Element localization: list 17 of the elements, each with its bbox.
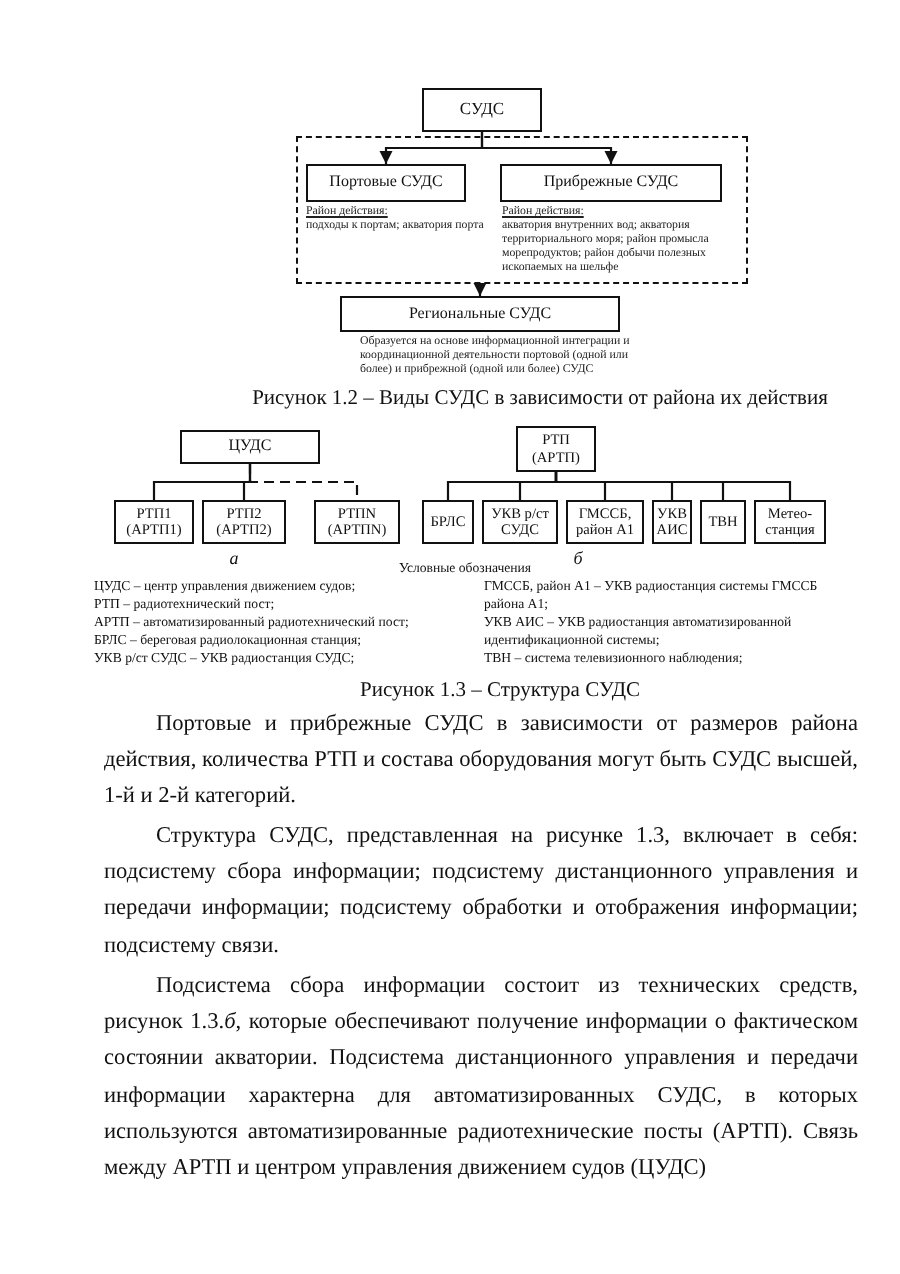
- connector-line: [473, 282, 487, 296]
- process-box: ЦУДС: [180, 430, 320, 464]
- panel-letter: а: [227, 548, 241, 570]
- dashed-group-frame: [296, 136, 748, 284]
- process-box: Портовые СУДС: [306, 164, 466, 202]
- body-paragraph: Портовые и прибрежные СУДС в зависимости от размеров района действия, количества РТП и состава оборудования могут быть СУДС высшей, 1-й и 2-й категорий.: [104, 710, 858, 813]
- body-paragraph: Структура СУДС, представленная на рисунке 1.3, включает в себя: подсистему сбора информации; подсистему дистанционного управления и передачи информации; подсистему обработки и отображения информации; подсистему связи.: [104, 822, 858, 962]
- body-paragraph: Подсистема сбора информации состоит из технических средств, рисунок 1.3.б, которые обеспечивают получение информации о фактическом состоянии акватории. Подсистема дистанционного управления и передачи информации характерна для автоматизированных СУДС, в которых используются автоматизированные радиотехнические посты (АРТП). Связь между АРТП и центром управления движением судов (ЦУДС): [104, 972, 858, 1185]
- connector-line: [480, 132, 618, 164]
- connector-line: [248, 464, 359, 500]
- process-box: Региональные СУДС: [340, 296, 620, 332]
- process-box: СУДС: [422, 88, 542, 132]
- figure-caption: Рисунок 1.3 – Структура СУДС: [358, 678, 642, 704]
- figure-caption: Рисунок 1.2 – Виды СУДС в зависимости от района их действия: [250, 386, 830, 412]
- connector-line: [554, 472, 792, 500]
- process-box: Прибрежные СУДС: [500, 164, 722, 202]
- panel-letter: б: [571, 548, 585, 570]
